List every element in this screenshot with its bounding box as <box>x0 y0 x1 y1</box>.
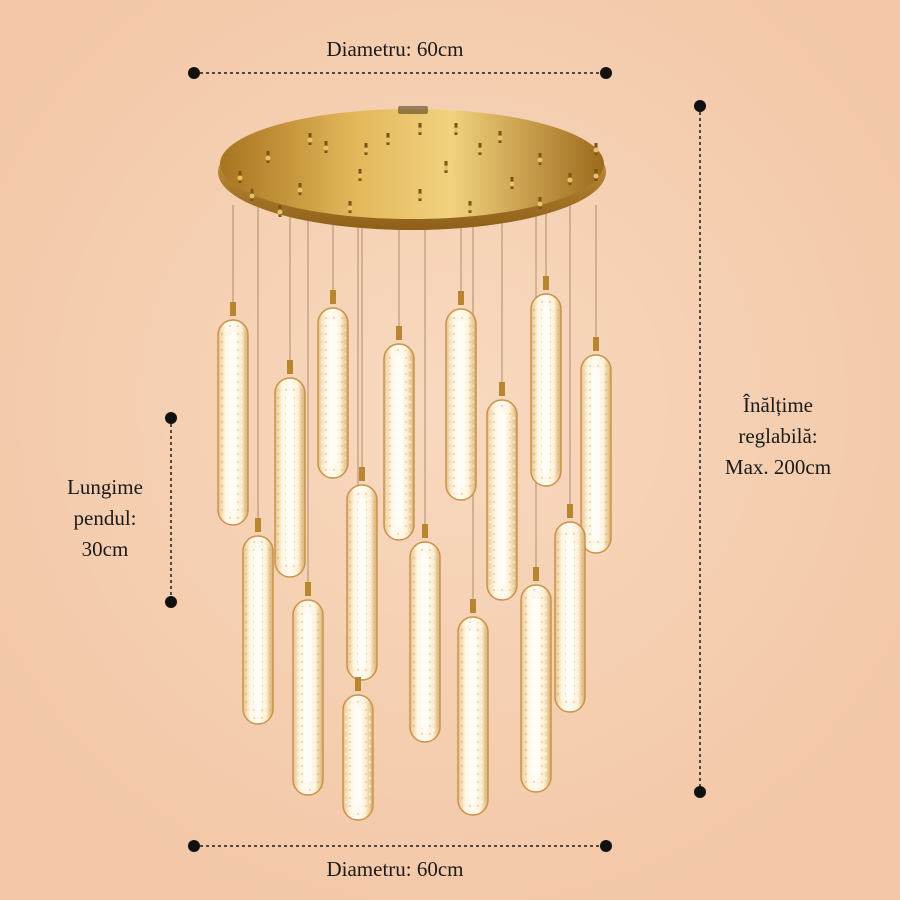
diameter-label-top: Diametru: 60cm <box>300 34 490 65</box>
adjustable-height-line-1: Înălțime <box>743 393 813 417</box>
ceiling-plate <box>218 106 606 230</box>
adjustable-height-line-3: Max. 200cm <box>724 455 832 479</box>
adjustable-height-label: Înălțime reglabilă: Max. 200cm <box>700 390 856 483</box>
dimension-lines <box>165 67 706 852</box>
pendant-length-line-1: Lungime <box>67 475 143 499</box>
diameter-text-bottom: Diametru: 60cm <box>326 857 464 881</box>
pendant-length-label: Lungime pendul: 30cm <box>44 472 166 565</box>
plate-studs <box>237 123 599 217</box>
pendant-tubes <box>217 276 612 821</box>
pendant-length-line-3: 30cm <box>81 537 129 561</box>
diameter-label-bottom: Diametru: 60cm <box>300 854 490 885</box>
adjustable-height-line-2: reglabilă: <box>738 424 818 448</box>
diameter-text-top: Diametru: 60cm <box>326 37 464 61</box>
pendant-length-line-2: pendul: <box>73 506 137 530</box>
